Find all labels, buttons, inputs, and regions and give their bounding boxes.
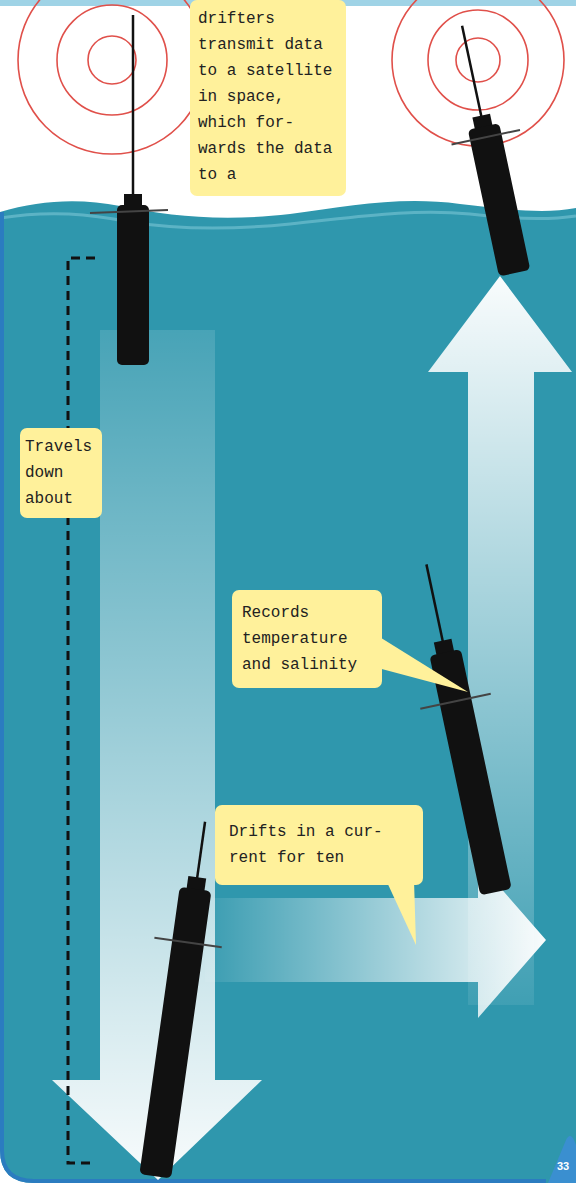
float-body bbox=[429, 649, 511, 895]
float-fin bbox=[154, 938, 221, 947]
float-body bbox=[139, 887, 211, 1179]
float-surface-left bbox=[90, 15, 168, 365]
callout-box: drifters transmit data to a satellite in… bbox=[190, 0, 346, 196]
callout-text: Travels down about bbox=[25, 434, 97, 512]
float-fin bbox=[90, 210, 168, 213]
callout-box: Drifts in a cur- rent for ten bbox=[215, 805, 423, 885]
ocean-water bbox=[0, 201, 576, 1183]
depth-bracket bbox=[68, 258, 95, 1163]
float-antenna bbox=[132, 15, 135, 198]
float-antenna bbox=[197, 822, 205, 881]
signal-ring bbox=[18, 0, 206, 154]
float-fin bbox=[420, 694, 490, 709]
page-number: 33 bbox=[550, 1160, 576, 1173]
callout-text: Records temperature and salinity bbox=[242, 600, 372, 678]
callout-tail bbox=[378, 636, 468, 692]
callout-tail bbox=[386, 880, 416, 945]
signal-ring bbox=[392, 0, 564, 146]
callout-box: Records temperature and salinity bbox=[232, 590, 382, 688]
float-antenna bbox=[426, 564, 443, 644]
signal-ring bbox=[88, 36, 136, 84]
float-body bbox=[468, 123, 530, 276]
signal-ring bbox=[456, 38, 500, 82]
float-fin bbox=[452, 130, 520, 145]
signal-ring bbox=[57, 5, 167, 115]
float-antenna bbox=[462, 26, 482, 120]
callout-box: Travels down about bbox=[20, 428, 102, 518]
float-surface-right bbox=[428, 18, 549, 280]
ascent-arrow bbox=[428, 276, 572, 1005]
page-tab bbox=[548, 1136, 576, 1183]
callout-text: Drifts in a cur- rent for ten bbox=[229, 819, 409, 871]
callout-text: drifters transmit data to a satellite in… bbox=[198, 6, 338, 188]
float-body bbox=[117, 205, 149, 365]
